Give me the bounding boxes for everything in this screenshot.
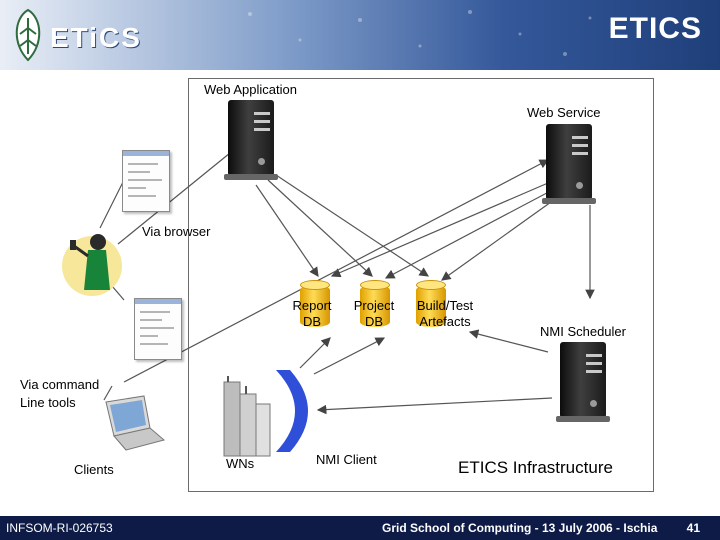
clients-label: Clients <box>74 462 114 477</box>
wns-label: WNs <box>226 456 255 471</box>
etics-logo-icon: ETiCS <box>6 4 171 66</box>
via-browser-label: Via browser <box>142 224 211 239</box>
web-application-label: Web Application <box>204 82 297 97</box>
logo-text: ETiCS <box>50 22 142 53</box>
nmi-scheduler-label: NMI Scheduler <box>540 324 626 339</box>
page-number: 41 <box>686 521 700 535</box>
laptop-icon <box>98 392 168 452</box>
artefacts-db-icon <box>416 280 446 330</box>
web-service-label: Web Service <box>527 105 601 120</box>
slide-footer: INFSOM-RI-026753 Grid School of Computin… <box>0 516 720 540</box>
browser-window-icon <box>122 150 170 212</box>
browser-window-icon <box>134 298 182 360</box>
project-db-icon <box>360 280 390 330</box>
footer-project-id: INFSOM-RI-026753 <box>6 521 113 535</box>
report-db-icon <box>300 280 330 330</box>
web-application-server-icon <box>224 100 278 180</box>
web-service-server-icon <box>542 124 596 204</box>
worker-nodes-icon <box>222 376 272 458</box>
page-title: ETICS <box>608 12 702 45</box>
footer-event: Grid School of Computing - 13 July 2006 … <box>382 521 658 535</box>
user-icon <box>60 226 124 300</box>
etics-infrastructure-label: ETICS Infrastructure <box>458 458 613 477</box>
slide-header: ETiCS ETICS <box>0 0 720 70</box>
header-stars-decoration <box>248 10 592 56</box>
nmi-scheduler-server-icon <box>556 342 610 422</box>
nmi-client-icon <box>270 368 314 454</box>
nmi-client-label: NMI Client <box>316 452 377 467</box>
